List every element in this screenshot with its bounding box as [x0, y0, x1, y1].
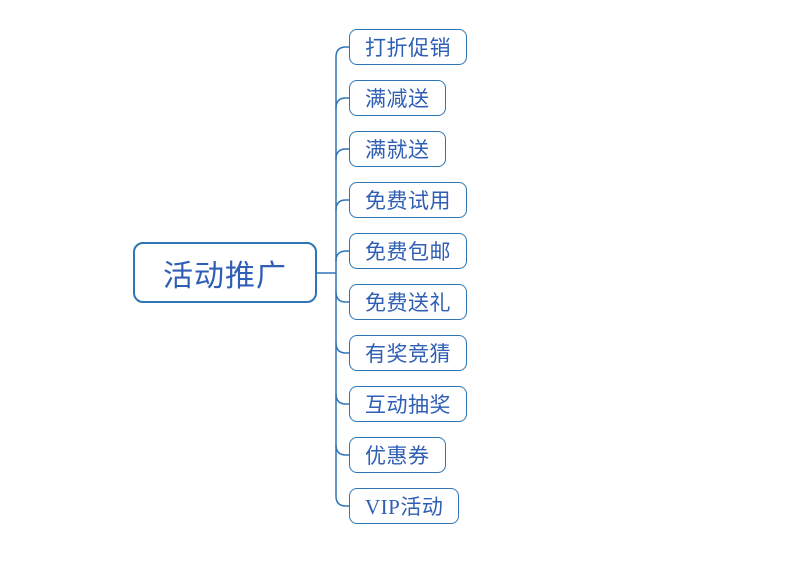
child-node-label: 免费包邮 — [365, 240, 451, 264]
child-node-3[interactable]: 满就送 — [349, 131, 446, 167]
child-node-2[interactable]: 满减送 — [349, 80, 446, 116]
child-node-label: 有奖竞猜 — [365, 342, 451, 366]
child-node-4[interactable]: 免费试用 — [349, 182, 467, 218]
child-node-9[interactable]: 优惠券 — [349, 437, 446, 473]
child-node-label: 互动抽奖 — [365, 393, 451, 417]
child-node-6[interactable]: 免费送礼 — [349, 284, 467, 320]
root-node[interactable]: 活动推广 — [133, 242, 317, 303]
child-node-label: 满减送 — [365, 87, 430, 111]
child-node-8[interactable]: 互动抽奖 — [349, 386, 467, 422]
root-node-label: 活动推广 — [163, 259, 287, 293]
child-node-1[interactable]: 打折促销 — [349, 29, 467, 65]
child-node-label: VIP活动 — [365, 495, 444, 519]
child-node-5[interactable]: 免费包邮 — [349, 233, 467, 269]
child-node-label: 优惠券 — [365, 444, 430, 468]
child-node-label: 免费送礼 — [365, 291, 451, 315]
child-node-label: 免费试用 — [365, 189, 451, 213]
child-node-label: 打折促销 — [365, 36, 451, 60]
child-node-10[interactable]: VIP活动 — [349, 488, 460, 524]
child-node-label: 满就送 — [365, 138, 430, 162]
child-node-7[interactable]: 有奖竞猜 — [349, 335, 467, 371]
